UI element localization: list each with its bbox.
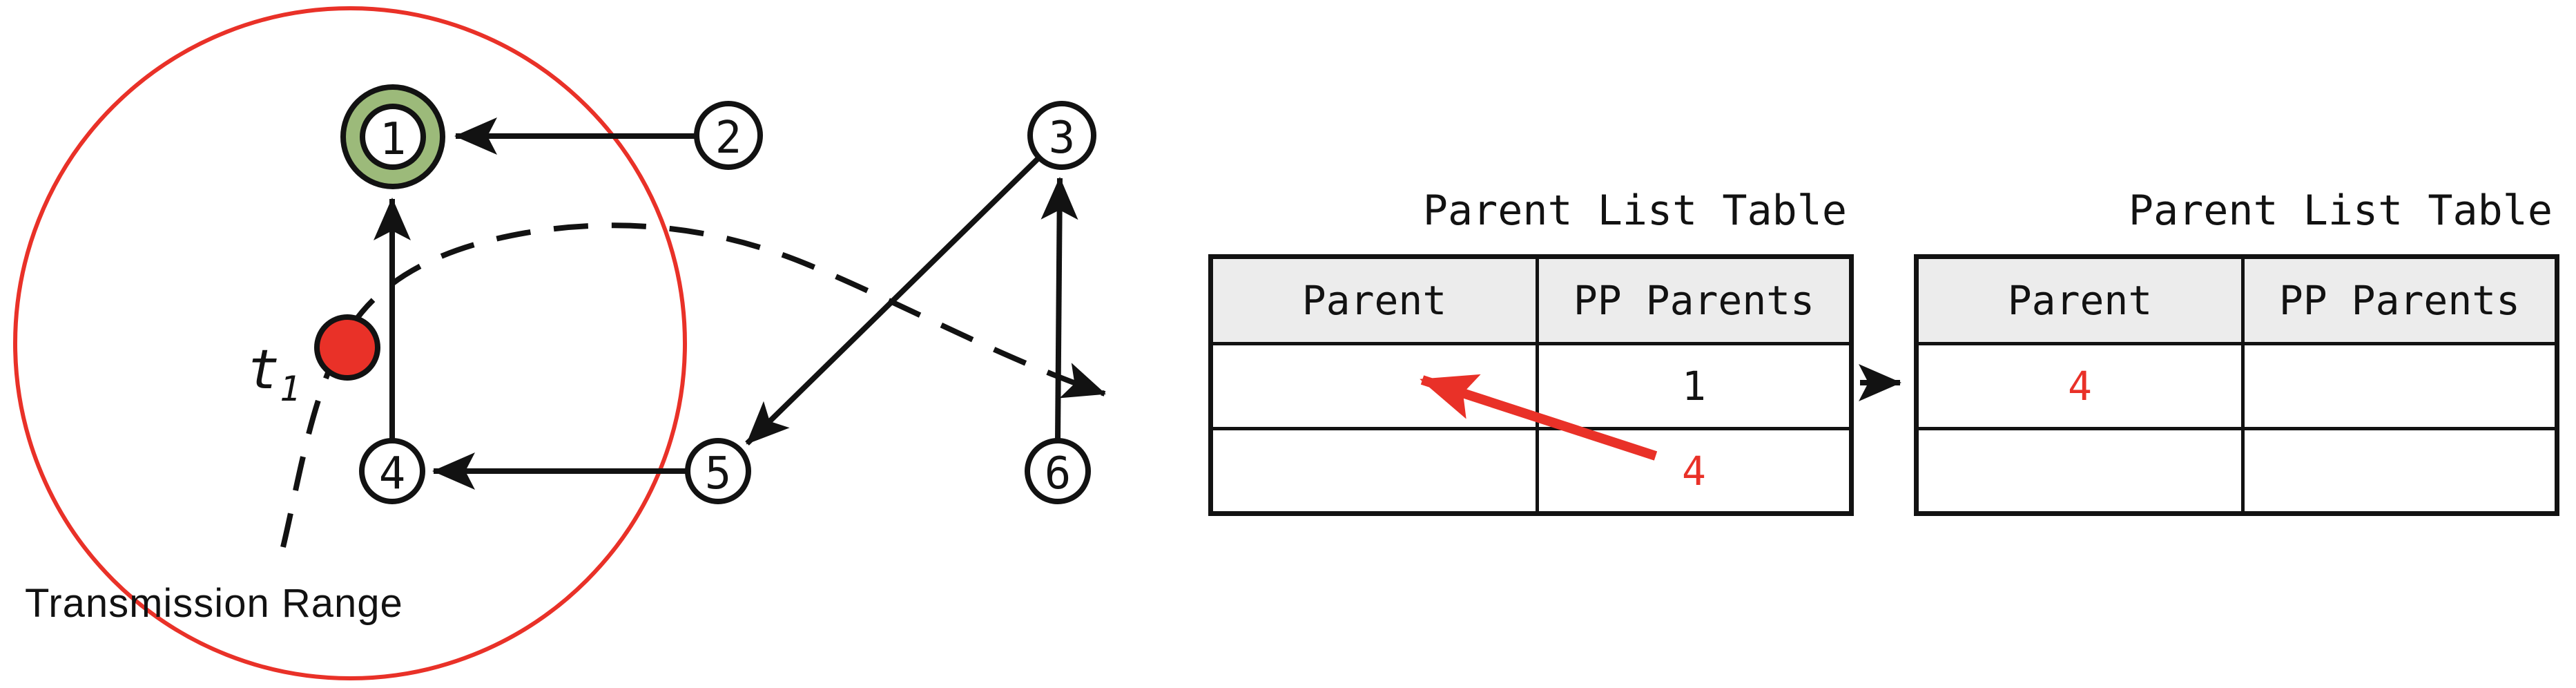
table-row: 4 <box>1915 342 2559 430</box>
pp-parents-cell-row2-red-value: 4 <box>1536 427 1853 515</box>
pp-parents-column-header: PP Parents <box>2241 255 2559 345</box>
parent-cell-row2 <box>1915 427 2245 515</box>
parent-column-header: Parent <box>1915 255 2245 345</box>
node-2-label: 2 <box>715 113 742 164</box>
node-1-circle <box>360 104 426 170</box>
parent-list-table-after-title: Parent List Table <box>2128 187 2553 235</box>
node-5-circle <box>685 438 751 504</box>
time-t1-label: t1 <box>247 343 300 406</box>
mobility-trajectory-dashed-arrow <box>280 222 1106 548</box>
node-3-label: 3 <box>1049 113 1076 164</box>
node-2: 2 <box>694 101 763 170</box>
mobile-node-red-dot <box>314 314 380 381</box>
parent-cell-row1 <box>1209 342 1539 430</box>
node-4-circle <box>359 438 425 504</box>
node-4: 4 <box>359 438 425 504</box>
transmission-range-circle <box>13 6 687 680</box>
pp-parents-column-header: PP Parents <box>1536 255 1853 345</box>
node-3-circle <box>1027 101 1096 170</box>
node-1: 1 <box>340 84 445 189</box>
parent-list-table-after: Parent PP Parents 4 <box>1914 254 2559 516</box>
node-6-circle <box>1025 438 1091 504</box>
table-row: 4 <box>1209 427 1853 515</box>
node-1-highlight-ring <box>340 84 445 189</box>
node-3: 3 <box>1027 101 1096 170</box>
table-row: 1 <box>1209 342 1853 430</box>
parent-column-header: Parent <box>1209 255 1539 345</box>
pp-parents-cell-row2 <box>2241 427 2559 515</box>
node-6: 6 <box>1025 438 1091 504</box>
table-header-row: Parent PP Parents <box>1209 255 1853 345</box>
node-1-label: 1 <box>380 114 407 165</box>
node-5: 5 <box>685 438 751 504</box>
pp-parents-cell-row1 <box>2241 342 2559 430</box>
pp-parents-cell-row1: 1 <box>1536 342 1853 430</box>
node-2-circle <box>694 101 763 170</box>
node-4-label: 4 <box>379 448 406 499</box>
time-t1-subscript: 1 <box>279 369 301 409</box>
table-header-row: Parent PP Parents <box>1915 255 2559 345</box>
parent-cell-row1-red-value: 4 <box>1915 342 2245 430</box>
table-row <box>1915 427 2559 515</box>
parent-list-table-before-title: Parent List Table <box>1422 187 1847 235</box>
edge-6-to-3 <box>1040 177 1078 441</box>
node-6-label: 6 <box>1045 448 1072 499</box>
parent-list-table-before: Parent PP Parents 1 4 <box>1208 254 1854 516</box>
parent-cell-row2 <box>1209 427 1539 515</box>
node-5-label: 5 <box>705 448 732 499</box>
transmission-range-label: Transmission Range <box>25 581 403 626</box>
edge-3-to-5 <box>745 157 1040 446</box>
time-t1-letter: t <box>247 339 280 401</box>
